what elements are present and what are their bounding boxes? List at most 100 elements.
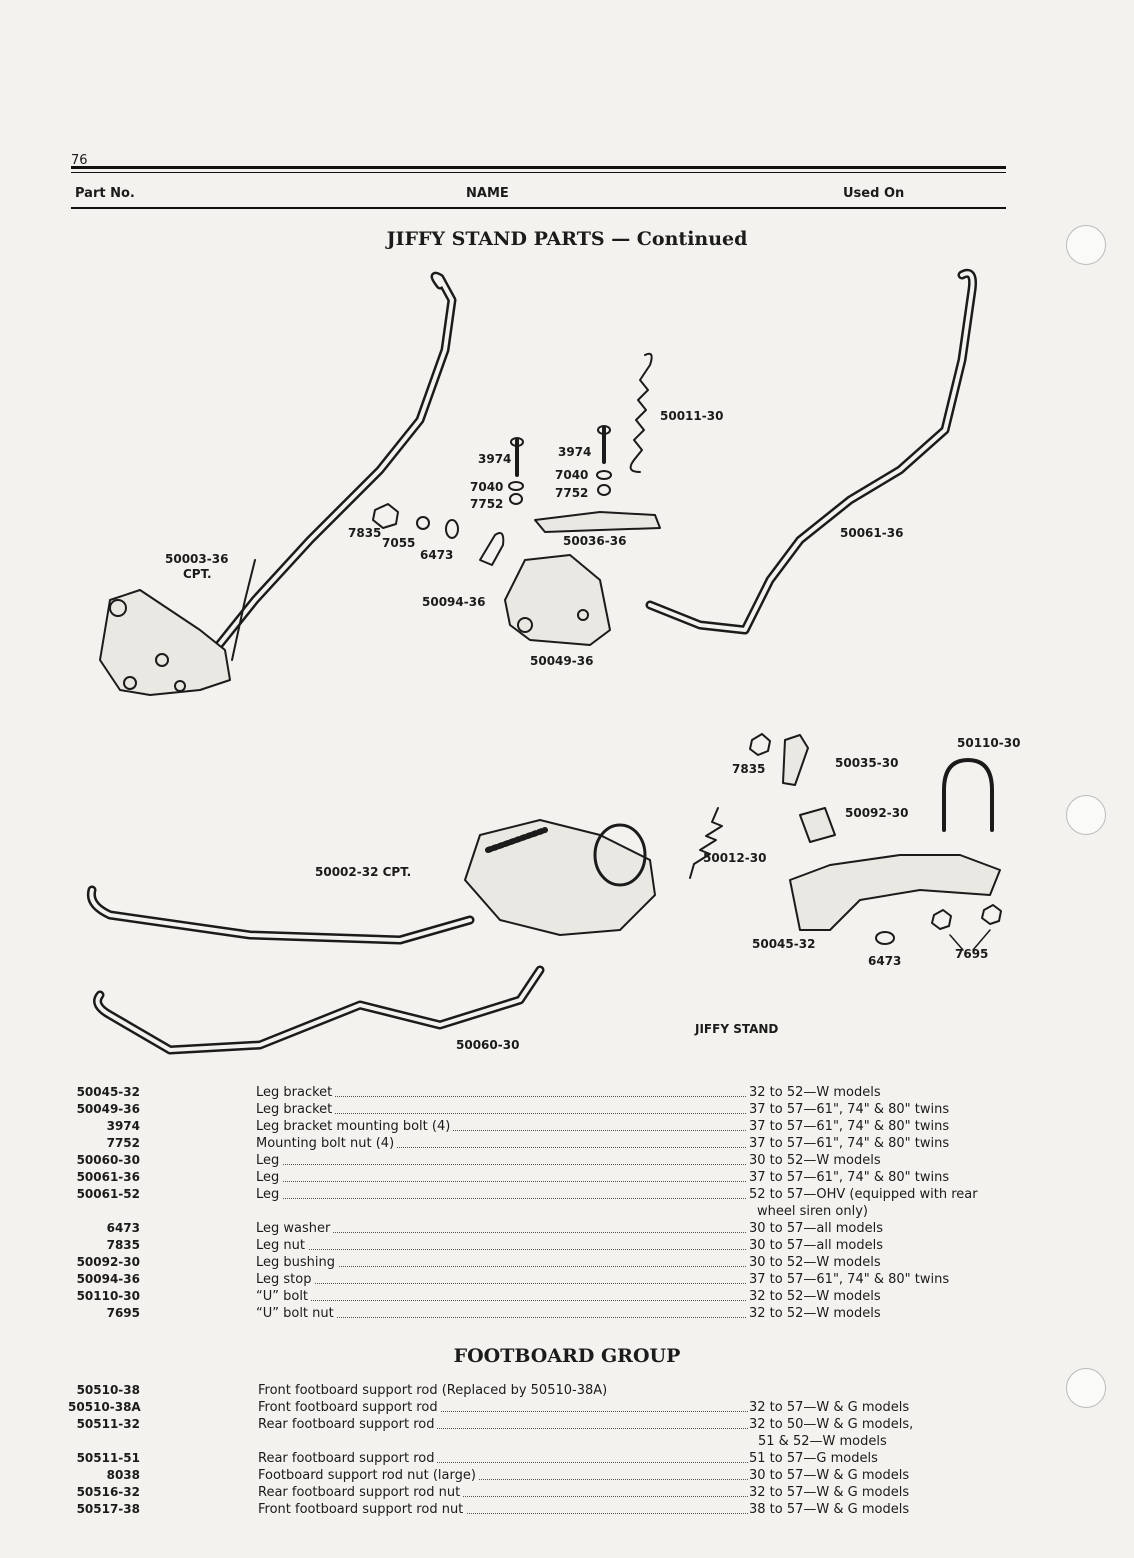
callout-7752-a: 7752 xyxy=(470,497,503,511)
part-number: 50049-36 xyxy=(76,1102,140,1116)
part-name: Leg xyxy=(256,1187,283,1202)
part-name: Leg nut xyxy=(256,1238,308,1253)
used-on: 30 to 57—all models xyxy=(749,1221,883,1236)
part-number: 7695 xyxy=(106,1306,140,1320)
used-on: 32 to 52—W models xyxy=(749,1289,881,1304)
callout-50060-30: 50060-30 xyxy=(456,1038,519,1052)
used-on: 38 to 57—W & G models xyxy=(749,1502,910,1517)
bracket-50045-32 xyxy=(789,854,1001,931)
callout-7055: 7055 xyxy=(382,536,415,550)
part-number: 50511-51 xyxy=(76,1451,140,1465)
callout-50094-36: 50094-36 xyxy=(422,595,485,609)
callout-6473-a: 6473 xyxy=(420,548,453,562)
header-rule-thick xyxy=(71,166,1006,169)
used-on: 32 to 50—W & G models, xyxy=(749,1417,914,1432)
part-number: 50110-30 xyxy=(76,1289,140,1303)
part-name: Rear footboard support rod xyxy=(258,1451,438,1466)
part-name: “U” bolt nut xyxy=(256,1306,337,1321)
part-number: 50092-30 xyxy=(76,1255,140,1269)
u-bolt-50110-30 xyxy=(942,758,994,832)
part-name: Leg washer xyxy=(256,1221,334,1236)
section-title-jiffy-stand: JIFFY STAND PARTS — Continued xyxy=(386,228,748,250)
callout-7040-a: 7040 xyxy=(470,480,503,494)
part-number: 50061-52 xyxy=(76,1187,140,1201)
part-name: Leg bracket xyxy=(256,1085,336,1100)
callout-50003-cpt: CPT. xyxy=(183,567,212,581)
used-on: 37 to 57—61", 74" & 80" twins xyxy=(749,1272,950,1287)
used-on: 32 to 52—W models xyxy=(749,1085,881,1100)
part-name: Leg bracket xyxy=(256,1102,336,1117)
diagram-caption: JIFFY STAND xyxy=(694,1022,778,1036)
used-on: 52 to 57—OHV (equipped with rear xyxy=(749,1187,978,1202)
column-header-part-no: Part No. xyxy=(75,186,135,201)
binder-hole-top xyxy=(1066,225,1106,265)
part-name: Rear footboard support rod xyxy=(258,1417,438,1432)
part-number: 50511-32 xyxy=(76,1417,140,1431)
part-number: 6473 xyxy=(106,1221,140,1235)
part-number: 50516-32 xyxy=(76,1485,140,1499)
part-number: 50060-30 xyxy=(76,1153,140,1167)
used-on: 32 to 57—W & G models xyxy=(749,1485,910,1500)
spring-50011-30 xyxy=(629,352,653,473)
used-on: 30 to 52—W models xyxy=(749,1153,881,1168)
used-on: 37 to 57—61", 74" & 80" twins xyxy=(749,1170,950,1185)
part-number: 50510-38A xyxy=(68,1400,141,1414)
used-on: 37 to 57—61", 74" & 80" twins xyxy=(749,1136,950,1151)
part-name: Leg xyxy=(256,1153,283,1168)
callout-7695: 7695 xyxy=(955,947,988,961)
part-name: Footboard support rod nut (large) xyxy=(258,1468,479,1483)
part-name: Rear footboard support rod nut xyxy=(258,1485,464,1500)
binder-hole-bottom xyxy=(1066,1368,1106,1408)
column-header-used-on: Used On xyxy=(843,186,905,201)
part-number: 50094-36 xyxy=(76,1272,140,1286)
jiffy-stand-diagram: 50011-30 3974 7040 7752 3974 7040 7752 7… xyxy=(86,268,1020,1055)
part-number: 50061-36 xyxy=(76,1170,140,1184)
binder-hole-middle xyxy=(1066,795,1106,835)
part-name: “U” bolt xyxy=(256,1289,312,1304)
part-name: Leg bracket mounting bolt (4) xyxy=(256,1119,454,1134)
column-header-name: NAME xyxy=(466,186,509,201)
page-number: 76 xyxy=(71,153,88,168)
part-number: 50510-38 xyxy=(76,1383,140,1397)
callout-6473-b: 6473 xyxy=(868,954,901,968)
used-on: 37 to 57—61", 74" & 80" twins xyxy=(749,1102,950,1117)
part-number: 50517-38 xyxy=(76,1502,140,1516)
assembly-50002-32 xyxy=(464,819,656,936)
callout-7040-b: 7040 xyxy=(555,468,588,482)
callout-50045-32: 50045-32 xyxy=(752,937,815,951)
used-on: 37 to 57—61", 74" & 80" twins xyxy=(749,1119,950,1134)
part-name: Leg stop xyxy=(256,1272,315,1287)
bracket-50003-36 xyxy=(99,589,231,696)
callout-3974-a: 3974 xyxy=(478,452,511,466)
callout-50092-30: 50092-30 xyxy=(845,806,908,820)
callout-50011-30: 50011-30 xyxy=(660,409,723,423)
part-number: 50045-32 xyxy=(76,1085,140,1099)
used-on: 32 to 52—W models xyxy=(749,1306,881,1321)
callout-50002-32: 50002-32 CPT. xyxy=(315,865,411,879)
callout-7752-b: 7752 xyxy=(555,486,588,500)
part-name: Front footboard support rod xyxy=(258,1400,441,1415)
callout-50036-36: 50036-36 xyxy=(563,534,626,548)
part-number: 7835 xyxy=(106,1238,140,1252)
callout-50110-30: 50110-30 xyxy=(957,736,1020,750)
part-name: Front footboard support rod nut xyxy=(258,1502,467,1517)
leg-50003-36 xyxy=(195,271,457,677)
header-rule-bottom xyxy=(71,207,1006,209)
used-on: 30 to 52—W models xyxy=(749,1255,881,1270)
spring-50012-30 xyxy=(689,807,723,879)
callout-7835-a: 7835 xyxy=(348,526,381,540)
callout-50049-36: 50049-36 xyxy=(530,654,593,668)
part-name: Front footboard support rod (Replaced by… xyxy=(258,1383,608,1398)
used-on: 30 to 57—W & G models xyxy=(749,1468,910,1483)
part-number: 3974 xyxy=(106,1119,140,1133)
used-on-continued: wheel siren only) xyxy=(757,1204,868,1219)
callout-7835-b: 7835 xyxy=(732,762,765,776)
part-number: 7752 xyxy=(106,1136,140,1150)
callout-50061-36: 50061-36 xyxy=(840,526,903,540)
used-on-continued: 51 & 52—W models xyxy=(758,1434,887,1449)
used-on: 51 to 57—G models xyxy=(749,1451,878,1466)
part-name: Mounting bolt nut (4) xyxy=(256,1136,398,1151)
used-on: 30 to 57—all models xyxy=(749,1238,883,1253)
section-title-footboard-group: FOOTBOARD GROUP xyxy=(453,1345,681,1367)
callout-50003-36: 50003-36 xyxy=(165,552,228,566)
